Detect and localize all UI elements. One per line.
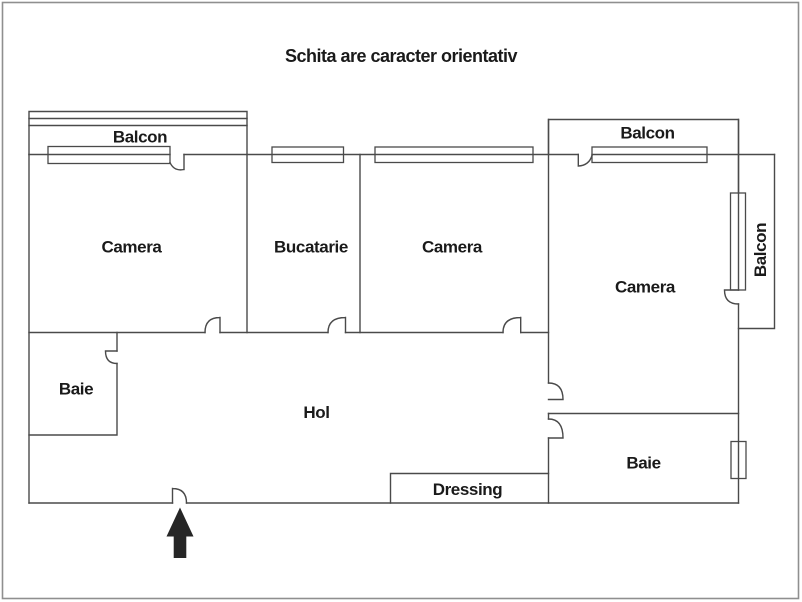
door-balcon-top-left [169, 153, 185, 171]
wall-baie-left [28, 331, 118, 436]
door-camera-right [547, 382, 564, 401]
room-label-camera-middle: Camera [422, 238, 483, 257]
door-baie-left [104, 350, 118, 365]
wall-dressing [389, 472, 550, 504]
door-balcon-right [723, 289, 740, 305]
entrance-arrow [166, 507, 194, 558]
room-label-balcon-top-right: Balcon [620, 124, 674, 143]
room-label-hol: Hol [303, 403, 329, 422]
door-balcon-top-right [577, 153, 593, 167]
page-title: Schita are caracter orientativ [285, 46, 518, 66]
room-label-balcon-right: Balcon [751, 223, 770, 277]
room-label-camera-left: Camera [102, 238, 163, 257]
room-label-baie-right: Baie [626, 454, 660, 473]
rail-balcon-top-left [28, 117, 248, 127]
room-label-balcon-top-left: Balcon [113, 128, 167, 147]
room-label-camera-right: Camera [615, 278, 676, 297]
room-label-baie-left: Baie [59, 380, 93, 399]
door-entrance [171, 487, 188, 504]
door-camera-left [204, 316, 221, 334]
room-label-dressing: Dressing [433, 480, 503, 499]
door-baie-right [547, 418, 564, 439]
door-bucatarie [327, 316, 347, 334]
room-label-bucatarie: Bucatarie [274, 238, 348, 257]
wall-balcon-top-left [28, 110, 248, 156]
wall-balcon-right [737, 153, 776, 330]
door-camera-middle [502, 316, 522, 334]
